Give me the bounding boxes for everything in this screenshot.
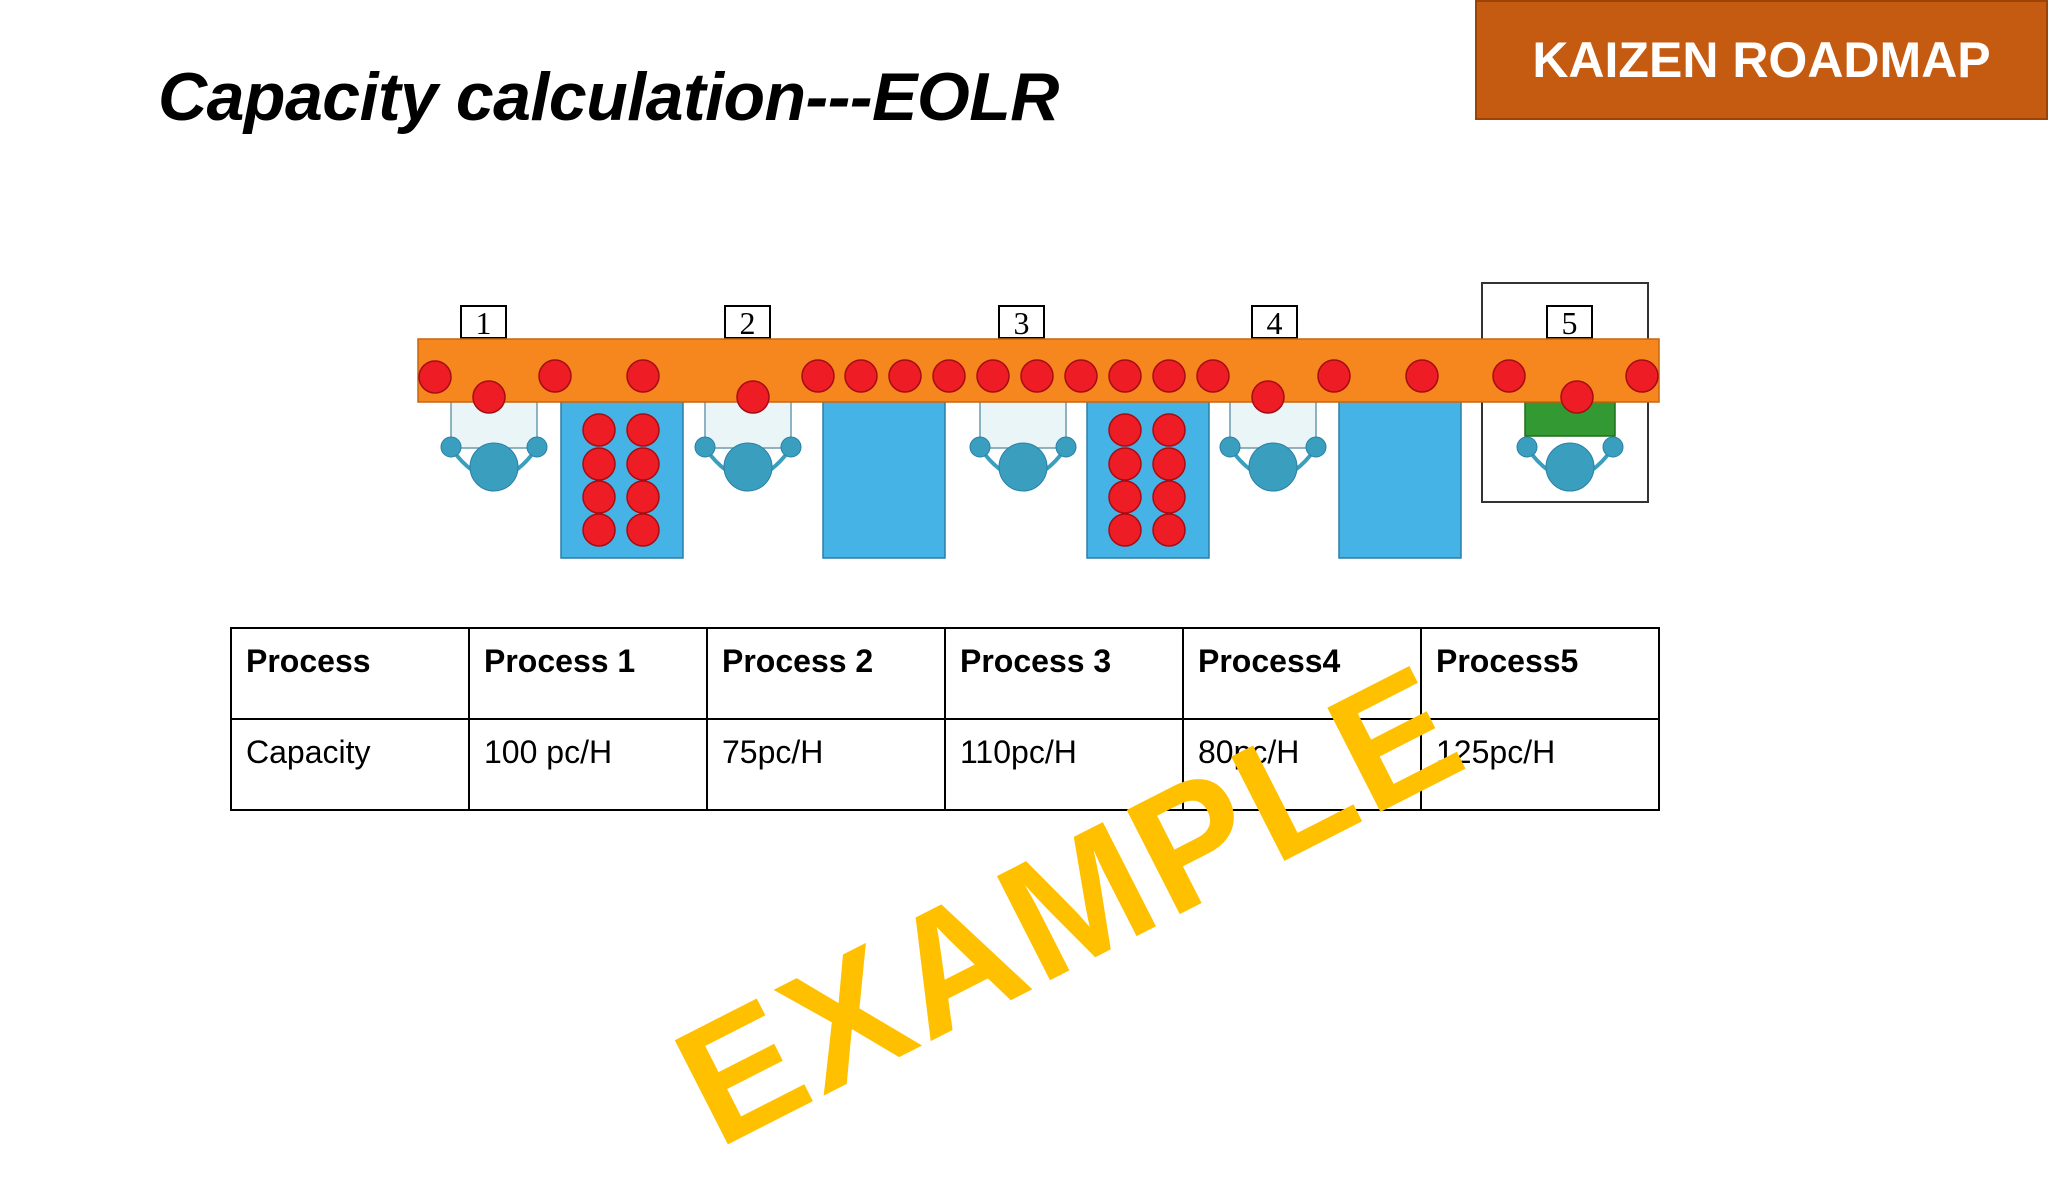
slide-title: Capacity calculation---EOLR: [158, 59, 1059, 135]
operator-3-icon: [969, 436, 1077, 492]
svg-text:4: 4: [1267, 305, 1283, 341]
svg-text:2: 2: [740, 305, 756, 341]
operator-1-icon: [440, 436, 548, 492]
table-cell: 100 pc/H: [468, 718, 708, 811]
buffers: [560, 399, 1462, 559]
table-header-cell: Process5: [1420, 627, 1660, 720]
svg-text:5: 5: [1562, 305, 1578, 341]
buffer-3: [1086, 399, 1210, 559]
operator-2-icon: [694, 436, 802, 492]
workbench-3: [979, 399, 1067, 449]
table-header-cell: Process 2: [706, 627, 946, 720]
station-label-3: 3: [998, 305, 1045, 341]
buffer-2: [822, 399, 946, 559]
station-label-1: 1: [460, 305, 507, 341]
station-label-5: 5: [1546, 305, 1593, 341]
table-row: Capacity 100 pc/H 75pc/H 110pc/H 80pc/H …: [230, 718, 1660, 811]
operator-5-icon: [1516, 436, 1624, 492]
svg-text:1: 1: [476, 305, 492, 341]
buffer-1: [560, 399, 684, 559]
workbench-parts: [472, 380, 1594, 414]
table-header-cell: Process 3: [944, 627, 1184, 720]
operator-4-icon: [1219, 436, 1327, 492]
table-cell: 110pc/H: [944, 718, 1184, 811]
table-cell: 75pc/H: [706, 718, 946, 811]
table-cell: 125pc/H: [1420, 718, 1660, 811]
table-cell: Capacity: [230, 718, 470, 811]
table-header-cell: Process4: [1182, 627, 1422, 720]
station-label-2: 2: [724, 305, 771, 341]
table-header-cell: Process: [230, 627, 470, 720]
table-cell: 80pc/H: [1182, 718, 1422, 811]
conveyor-parts: [418, 359, 1659, 394]
station-label-4: 4: [1251, 305, 1298, 341]
table-header-row: Process Process 1 Process 2 Process 3 Pr…: [230, 627, 1660, 720]
capacity-table: Process Process 1 Process 2 Process 3 Pr…: [230, 627, 1660, 811]
buffer-4: [1338, 399, 1462, 559]
production-line-diagram: 1 2 3 4 5: [417, 282, 1660, 559]
svg-text:3: 3: [1014, 305, 1030, 341]
buffer-parts: [582, 413, 1186, 547]
table-header-cell: Process 1: [468, 627, 708, 720]
kaizen-roadmap-badge: KAIZEN ROADMAP: [1475, 0, 2048, 120]
